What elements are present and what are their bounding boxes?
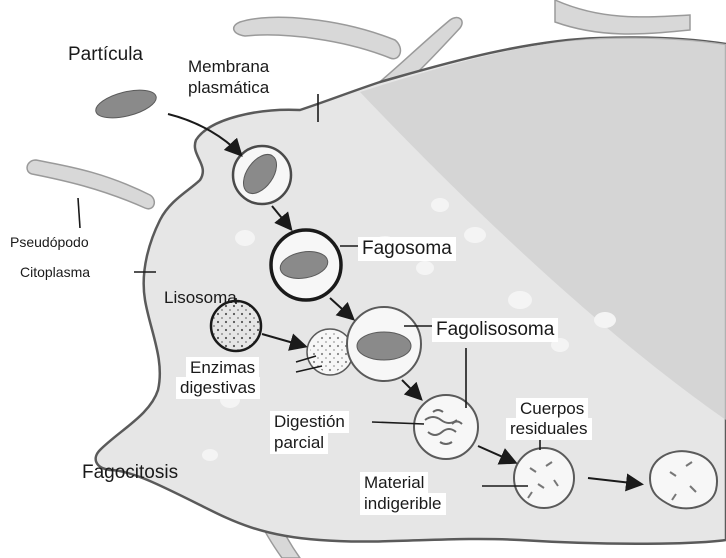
label-material-2: indigerible (360, 493, 446, 515)
label-cuerpos-2: residuales (506, 418, 592, 440)
lysosome (211, 301, 261, 351)
label-digestion-2: parcial (270, 432, 328, 454)
label-particula: Partícula (68, 44, 143, 66)
label-fagolisosoma: Fagolisosoma (432, 318, 558, 342)
label-digestion-1: Digestión (270, 411, 349, 433)
particle-free (93, 85, 159, 123)
label-fagosoma: Fagosoma (358, 237, 456, 261)
label-enzimas-1: Enzimas (186, 357, 259, 379)
partial-digestion-vesicle (414, 395, 478, 459)
label-cuerpos-1: Cuerpos (516, 398, 588, 420)
label-membrana-1: Membrana (188, 57, 269, 77)
label-material-1: Material (360, 472, 428, 494)
label-fagocitosis: Fagocitosis (82, 462, 178, 484)
label-enzimas-2: digestivas (176, 377, 260, 399)
label-pseudopodo: Pseudópodo (10, 234, 89, 250)
label-membrana-2: plasmática (188, 78, 269, 98)
label-lisosoma: Lisosoma (164, 288, 237, 308)
exocytosis-bubble (650, 451, 717, 508)
residual-body (514, 448, 574, 508)
label-citoplasma: Citoplasma (20, 264, 90, 280)
